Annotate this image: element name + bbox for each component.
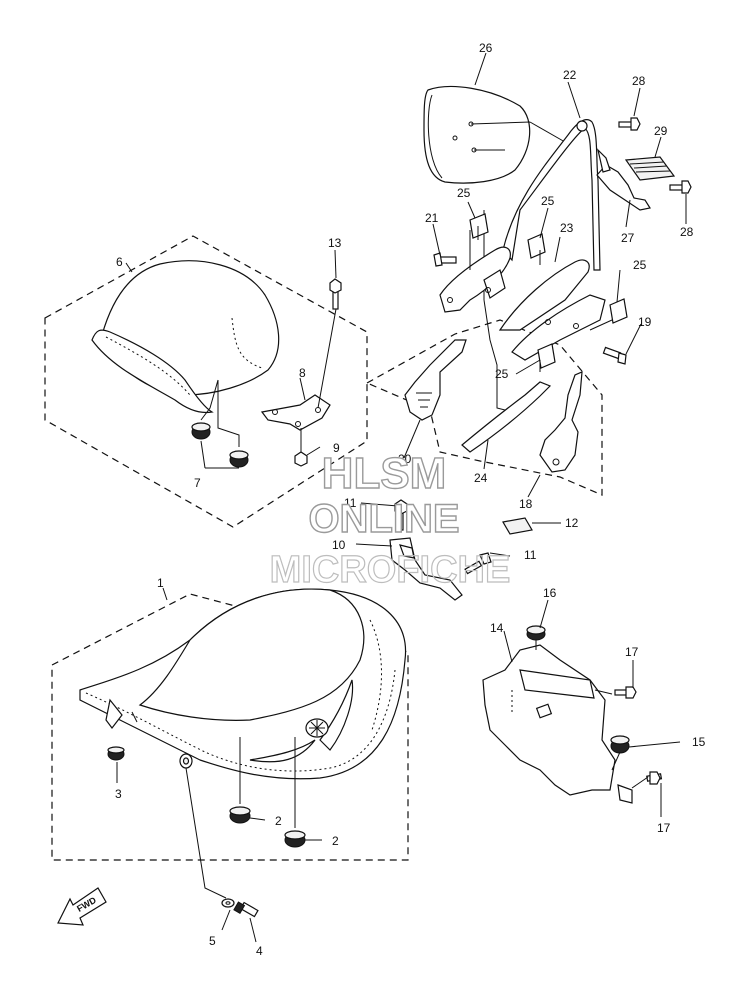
- latch-bracket-10[interactable]: [389, 537, 463, 601]
- bolt-13[interactable]: [329, 278, 342, 310]
- callout-2a: 2: [275, 814, 282, 828]
- callout-13: 13: [328, 236, 342, 250]
- callout-2b: 2: [332, 834, 339, 848]
- callout-26: 26: [479, 41, 493, 55]
- callout-27: 27: [621, 231, 635, 245]
- watermark: HLSM ONLINE MICROFICHE: [269, 448, 511, 591]
- watermark-line2: ONLINE: [308, 497, 459, 541]
- seat-damper-3[interactable]: [107, 746, 125, 761]
- callout-28a: 28: [632, 74, 646, 88]
- backrest-clamp-27[interactable]: [596, 148, 651, 211]
- spacer-25c[interactable]: [609, 298, 628, 324]
- callout-18: 18: [519, 497, 533, 511]
- bolt-4[interactable]: [233, 901, 259, 918]
- backrest-pad[interactable]: [423, 85, 566, 184]
- bolt-28b[interactable]: [669, 180, 692, 194]
- rear-seat-damper-7b[interactable]: [229, 450, 249, 468]
- callout-25b: 25: [541, 194, 555, 208]
- callout-25a: 25: [457, 186, 471, 200]
- callout-22: 22: [563, 68, 577, 82]
- callout-1: 1: [157, 576, 164, 590]
- watermark-line1: HLSM: [322, 449, 447, 498]
- backrest-group-boundary: [366, 319, 603, 496]
- callout-3: 3: [115, 787, 122, 801]
- callout-17b: 17: [657, 821, 671, 835]
- side-cover-14[interactable]: [482, 644, 633, 804]
- bolt-21[interactable]: [433, 252, 457, 267]
- callout-5: 5: [209, 934, 216, 948]
- nut-9[interactable]: [294, 451, 308, 467]
- callout-leaders: [116, 52, 687, 943]
- callout-28b: 28: [680, 225, 694, 239]
- front-seat[interactable]: [79, 588, 407, 780]
- callout-10: 10: [332, 538, 346, 552]
- callout-8: 8: [299, 366, 306, 380]
- bolt-11a[interactable]: [394, 499, 408, 531]
- callout-20: 20: [398, 452, 412, 466]
- left-lever-24[interactable]: [461, 381, 552, 453]
- right-side-plate-23[interactable]: [498, 259, 606, 361]
- callout-4: 4: [256, 944, 263, 958]
- callout-25d: 25: [495, 367, 509, 381]
- callout-29: 29: [654, 124, 668, 138]
- callout-23: 23: [560, 221, 574, 235]
- callout-15: 15: [692, 735, 706, 749]
- callout-24: 24: [474, 471, 488, 485]
- backrest-frame[interactable]: [502, 119, 601, 271]
- spacer-25b[interactable]: [527, 233, 546, 259]
- callout-19: 19: [638, 315, 652, 329]
- left-side-plate-21[interactable]: [439, 246, 511, 313]
- seat-collar[interactable]: [179, 753, 193, 769]
- front-seat-group-boundary: [51, 593, 409, 861]
- screw-17b[interactable]: [646, 771, 663, 785]
- grommet-16[interactable]: [526, 625, 546, 641]
- callout-11b: 11: [524, 548, 537, 562]
- pad-29[interactable]: [624, 156, 676, 181]
- callout-21: 21: [425, 211, 439, 225]
- fastener-leader-line: [185, 767, 227, 899]
- bolt-28a[interactable]: [618, 117, 641, 131]
- callout-7: 7: [194, 476, 201, 490]
- watermark-line3: MICROFICHE: [270, 549, 511, 591]
- rear-seat[interactable]: [91, 260, 280, 414]
- forward-arrow-icon: FWD: [57, 887, 107, 926]
- callout-11a: 11: [344, 496, 357, 510]
- rear-seat-group-boundary: [44, 235, 368, 528]
- rear-seat-bracket-8[interactable]: [260, 394, 331, 431]
- callout-16: 16: [543, 586, 557, 600]
- grommet-15[interactable]: [610, 735, 630, 754]
- seat-damper-2b[interactable]: [284, 830, 306, 848]
- bolt-11b[interactable]: [464, 552, 492, 575]
- callout-17a: 17: [625, 645, 639, 659]
- spacer-25a[interactable]: [469, 213, 489, 240]
- rear-seat-damper-7a[interactable]: [191, 422, 211, 440]
- callout-labels: 1 2 2 3 4 5 6 7 8 9 10 11 11 12 13 14 15…: [115, 41, 706, 958]
- left-lock-mechanism-20[interactable]: [404, 339, 467, 421]
- screw-17a[interactable]: [614, 686, 637, 699]
- callout-12: 12: [565, 516, 579, 530]
- callout-6: 6: [116, 255, 123, 269]
- washer-5[interactable]: [221, 898, 235, 908]
- callout-9: 9: [333, 441, 340, 455]
- callout-14: 14: [490, 621, 504, 635]
- callout-25c: 25: [633, 258, 647, 272]
- rubber-pad-12[interactable]: [502, 517, 533, 535]
- bolt-19[interactable]: [602, 346, 627, 365]
- seat-damper-2a[interactable]: [229, 806, 251, 824]
- right-lock-mechanism-18[interactable]: [539, 371, 583, 473]
